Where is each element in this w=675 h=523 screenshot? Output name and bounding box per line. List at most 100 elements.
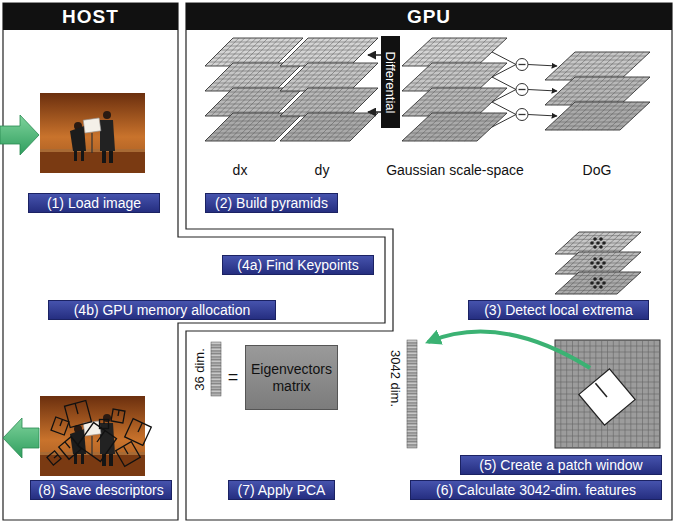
step-label: (6) Calculate 3042-dim. features (410, 480, 662, 500)
host-panel (3, 3, 385, 520)
grid-lines (284, 88, 374, 116)
dimension-label: 3042 dim. (389, 349, 404, 406)
node-text: (8) Save descriptors (38, 482, 163, 498)
minus-circle (516, 84, 528, 96)
grid-lines (549, 52, 645, 80)
extremum-dot (593, 237, 597, 241)
feature-arrow (428, 332, 590, 368)
panel-header: HOST (3, 3, 178, 30)
step-label: (4b) GPU memory allocation (48, 300, 276, 320)
grid-layer (555, 272, 641, 294)
node-text: (3) Detect local extrema (484, 302, 633, 318)
operator-bar: Differential (381, 36, 400, 128)
subtract-line (492, 52, 516, 65)
grid-lines (559, 252, 637, 274)
grid-lines (406, 38, 502, 66)
grid-plane (555, 252, 641, 274)
node-text: (2) Build pyramids (215, 195, 328, 211)
extremum-dot (599, 257, 603, 261)
node-text: (7) Apply PCA (238, 482, 326, 498)
subtract-line (492, 90, 516, 103)
output-photo (40, 396, 145, 476)
node-text: (5) Create a patch window (479, 457, 642, 473)
node-text: Eigenvectors matrix (250, 361, 333, 395)
grid-layer (402, 38, 507, 66)
grid-plane (280, 63, 378, 91)
grid-layer (280, 113, 378, 141)
subtract-line (492, 77, 516, 90)
grid-lines (406, 113, 502, 141)
minus-circle (516, 59, 528, 71)
node-text: (4a) Find Keypoints (237, 257, 358, 273)
node-text: HOST (62, 6, 119, 28)
grid-plane (402, 88, 507, 116)
grid-plane (280, 88, 378, 116)
grid-layer (280, 38, 378, 66)
extremum-dot (593, 245, 597, 249)
extremum-dot (599, 237, 603, 241)
extremum-dot (602, 241, 606, 245)
differential-arrow (368, 54, 381, 56)
feature-vector (407, 340, 417, 448)
extremum-dot (599, 285, 603, 289)
grid-layer (402, 63, 507, 91)
minus-sign (519, 89, 526, 90)
step-label: (5) Create a patch window (460, 455, 662, 475)
extremum-dot (602, 261, 606, 265)
grid-lines (284, 38, 374, 66)
grid-lines (406, 63, 502, 91)
grid-lines (406, 88, 502, 116)
extremum-dot (590, 261, 594, 265)
matrix-box: Eigenvectors matrix (245, 345, 338, 410)
pyramid-stack (402, 38, 507, 141)
dimension-label: 36 dim. (191, 348, 206, 391)
subtract-arrow (528, 65, 557, 67)
extremum-dot (593, 265, 597, 269)
grid-layer (545, 102, 650, 130)
grid-layer (555, 252, 641, 274)
grid-lines (284, 113, 374, 141)
grid-plane (280, 38, 378, 66)
subtract-line (492, 115, 516, 128)
output-arrow (3, 418, 39, 458)
input-photo (40, 93, 145, 173)
gpu-panel (186, 3, 672, 520)
extremum-dot (599, 245, 603, 249)
extremum-dot (599, 277, 603, 281)
grid-layer (402, 88, 507, 116)
axis-label: dx (233, 162, 248, 178)
grid-layer (280, 63, 378, 91)
extremum-dot (593, 277, 597, 281)
step-label: (2) Build pyramids (205, 193, 338, 213)
extremum-dot (602, 281, 606, 285)
extremum-dot (593, 257, 597, 261)
step-label: (4a) Find Keypoints (222, 255, 374, 275)
keypoint-marks (47, 401, 151, 467)
extremum-dot (599, 265, 603, 269)
panel-header: GPU (186, 3, 672, 30)
grid-layer (402, 113, 507, 141)
grid-plane (555, 232, 641, 254)
grid-plane (545, 52, 650, 80)
step-label: (7) Apply PCA (228, 480, 335, 500)
node-text: (1) Load image (47, 195, 141, 211)
subtract-line (492, 102, 516, 115)
pyramid-stack (280, 38, 378, 141)
grid-layer (545, 77, 650, 105)
grid-plane (402, 38, 507, 66)
input-arrow (0, 115, 39, 155)
step-label: (1) Load image (28, 193, 160, 213)
grid-plane (545, 77, 650, 105)
grid-plane (555, 272, 641, 294)
pca-vector (211, 342, 221, 396)
extremum-dot (596, 241, 600, 245)
grid-plane (402, 113, 507, 141)
extremum-dot (593, 285, 597, 289)
step-label: (8) Save descriptors (30, 480, 172, 500)
step-label: (3) Detect local extrema (468, 300, 649, 320)
subtract-arrow (528, 90, 557, 92)
differential-arrow (368, 111, 381, 113)
node-text: (4b) GPU memory allocation (74, 302, 251, 318)
grid-plane (280, 113, 378, 141)
node-text: GPU (407, 6, 451, 28)
